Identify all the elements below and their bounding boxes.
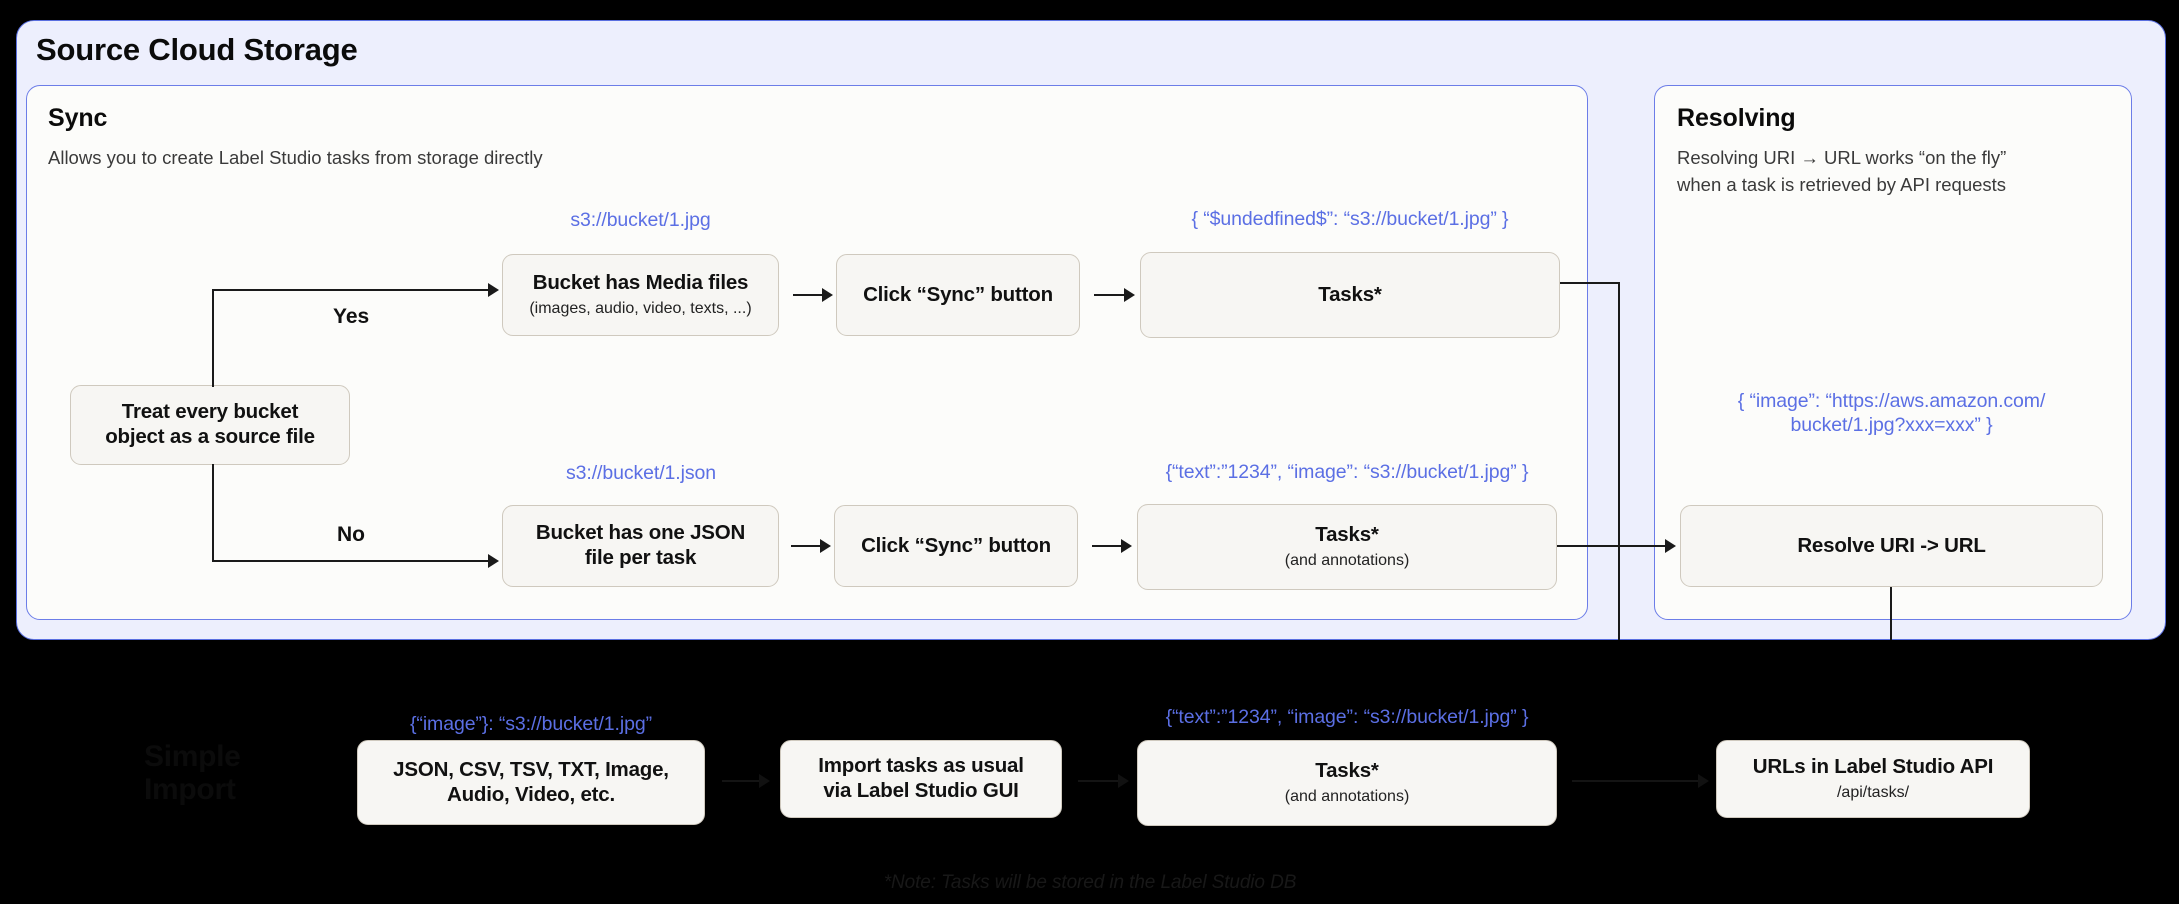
box-formats-line-1: JSON, CSV, TSV, TXT, Image, [393,757,669,781]
box-tasks-bottom-subtitle: (and annotations) [1284,552,1410,570]
box-sync2-title: Click “Sync” button [861,533,1051,557]
code-label-text-image-pair-bottom: {“text”:”1234”, “image”: “s3://bucket/1.… [1165,706,1529,728]
box-tasks-top[interactable]: Tasks* [1140,252,1560,338]
box-click-sync-button-bottom[interactable]: Click “Sync” button [834,505,1078,587]
branch-yes-horizontal-line [212,289,490,292]
box-urls-in-label-studio-api[interactable]: URLs in Label Studio API /api/tasks/ [1716,740,2030,818]
arrow-sync-to-tasks-head-top [1124,288,1135,302]
box-tasks-top-title: Tasks* [1318,282,1382,306]
arrow-import-to-tasks-line [1078,780,1120,783]
branch-no-horizontal-line [212,560,490,563]
box-bucket-has-media-files[interactable]: Bucket has Media files (images, audio, v… [502,254,779,336]
resolving-card-title: Resolving [1677,104,1796,132]
box-tasks3-subtitle: (and annotations) [1284,788,1410,806]
box-tasks3-title: Tasks* [1315,758,1379,782]
box-tasks-bottom-title: Tasks* [1315,522,1379,546]
arrow-json-to-sync-head [820,539,831,553]
box-resolve-title: Resolve URI -> URL [1797,533,1986,557]
sync-card-subtitle: Allows you to create Label Studio tasks … [48,147,543,168]
code-aws-line-2: bucket/1.jpg?xxx=xxx” } [1790,414,1993,437]
branch-yes-vertical-line [212,289,215,387]
simple-import-line-1: Simple [144,740,241,773]
branch-no-arrowhead [488,554,499,568]
decision-box-line-1: Treat every bucket [121,400,299,424]
sync-card-title: Sync [48,104,108,132]
tasks-top-vertical-drop-line [1618,282,1621,640]
box-tasks-bottom[interactable]: Tasks* (and annotations) [1137,504,1557,590]
decision-box-treat-bucket-object[interactable]: Treat every bucket object as a source fi… [70,385,350,465]
box-import-tasks-via-gui[interactable]: Import tasks as usual via Label Studio G… [780,740,1062,818]
box-json-line-2: file per task [584,546,697,569]
box-json-line-1: Bucket has one JSON [535,521,746,545]
box-formats-line-2: Audio, Video, etc. [446,782,616,806]
tasks-top-exit-line [1560,282,1620,285]
arrow-tasks3-to-urls-line [1572,780,1700,783]
arrow-json-to-sync-line [791,545,822,548]
code-aws-line-1: { “image”: “https://aws.amazon.com/ [1737,390,2046,412]
branch-no-label: No [337,523,365,546]
box-resolve-uri-to-url[interactable]: Resolve URI -> URL [1680,505,2103,587]
code-label-s3-json: s3://bucket/1.json [566,462,716,484]
box-urls-subtitle: /api/tasks/ [1836,784,1910,802]
code-label-s3-jpg: s3://bucket/1.jpg [570,209,711,231]
code-label-aws-url: { “image”: “https://aws.amazon.com/ buck… [1680,389,2103,438]
arrow-import-to-tasks-head [1118,774,1129,788]
arrow-formats-to-import-head [759,774,770,788]
arrow-tasks-to-resolve-line [1557,545,1667,548]
arrow-sync-to-tasks-line-top [1094,294,1126,297]
branch-yes-label: Yes [333,305,370,328]
box-import-line-1: Import tasks as usual [818,754,1024,778]
branch-yes-arrowhead [488,283,499,297]
arrow-sync-to-tasks-head-bottom [1121,539,1132,553]
arrow-formats-to-import-line [722,780,762,783]
footnote-text: *Note: Tasks will be stored in the Label… [883,872,1297,893]
code-label-image-s3-jpg: {“image”}: “s3://bucket/1.jpg” [410,713,652,735]
code-label-undefined-key: { “$undedfined$”: “s3://bucket/1.jpg” } [1191,208,1509,230]
resolving-card-subtitle: Resolving URI → URL works “on the fly” w… [1677,145,2107,199]
resolving-subtitle-line-1: Resolving URI → URL works “on the fly” [1677,147,2007,168]
box-tasks-bottom-row[interactable]: Tasks* (and annotations) [1137,740,1557,826]
box-urls-title: URLs in Label Studio API [1752,754,1994,778]
box-media-title: Bucket has Media files [532,270,749,294]
box-import-line-2: via Label Studio GUI [823,779,1019,802]
box-media-subtitle: (images, audio, video, texts, ...) [529,300,752,318]
arrow-tasks3-to-urls-head [1698,774,1709,788]
arrow-tasks-to-resolve-head [1665,539,1676,553]
box-sync1-title: Click “Sync” button [863,282,1053,306]
box-supported-formats[interactable]: JSON, CSV, TSV, TXT, Image, Audio, Video… [357,740,705,825]
arrow-media-to-sync-head [822,288,833,302]
box-bucket-has-one-json-file[interactable]: Bucket has one JSON file per task [502,505,779,587]
arrow-media-to-sync-line [793,294,824,297]
simple-import-line-2: Import [144,773,236,806]
box-click-sync-button-top[interactable]: Click “Sync” button [836,254,1080,336]
resolve-box-vertical-drop-line [1890,587,1893,640]
code-label-text-image-pair-top: {“text”:”1234”, “image”: “s3://bucket/1.… [1165,461,1529,483]
arrow-sync-to-tasks-line-bottom [1092,545,1123,548]
resolving-subtitle-line-2: when a task is retrieved by API requests [1677,173,2007,195]
page-title: Source Cloud Storage [36,32,358,67]
decision-box-line-2: object as a source file [105,425,315,448]
branch-no-vertical-line [212,464,215,562]
simple-import-label: Simple Import [144,740,374,806]
